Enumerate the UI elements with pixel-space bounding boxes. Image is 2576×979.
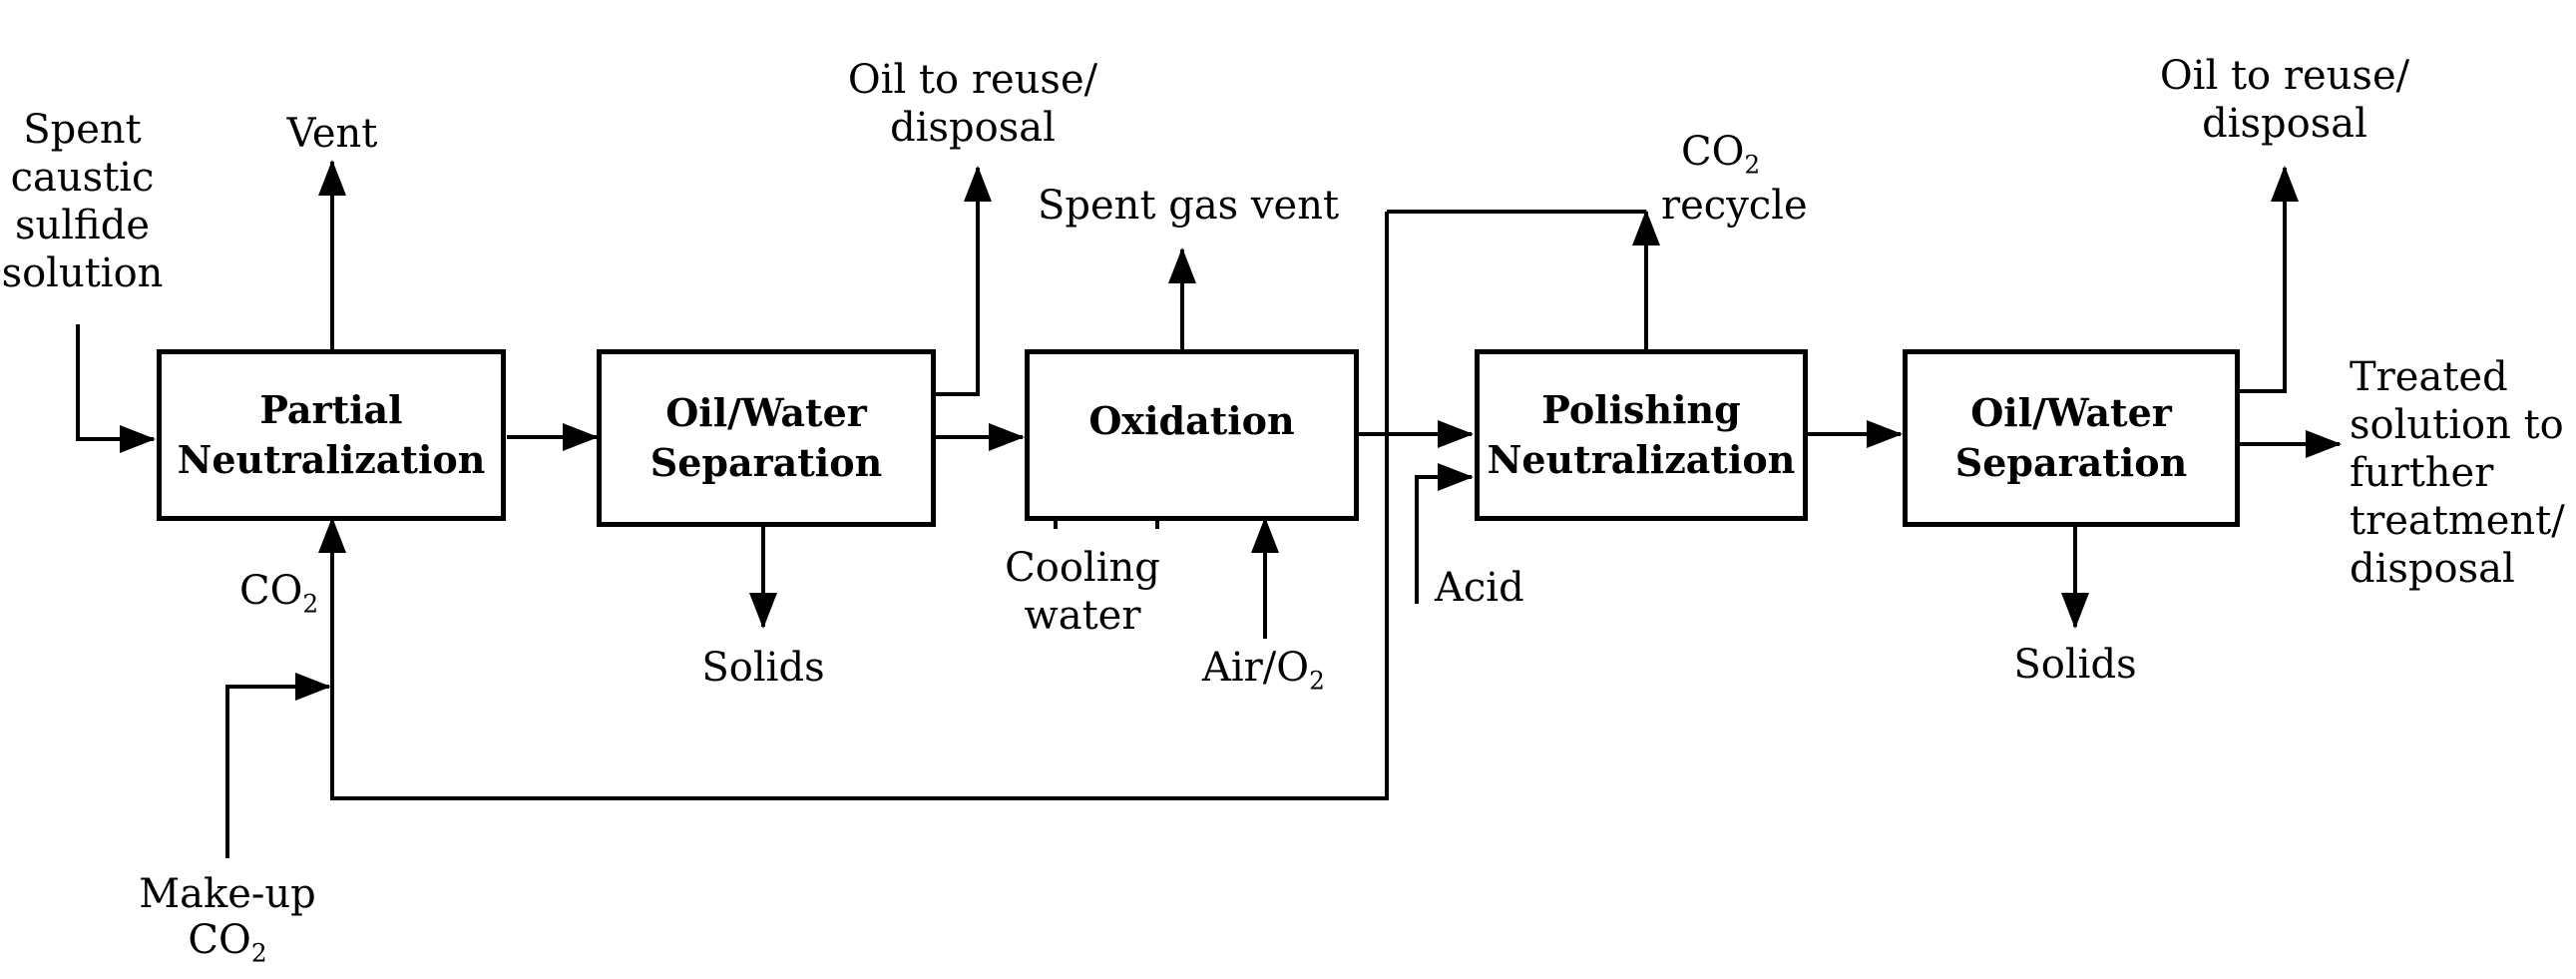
co2-recycle-text: CO	[1681, 129, 1744, 175]
spent-caustic-label: Spent caustic sulfide solution	[0, 106, 165, 297]
partial-neutralization-box: Partial Neutralization	[157, 349, 506, 521]
air-o2-label: Air/O2	[1202, 644, 1325, 692]
co2-recycle-label: CO2	[1681, 128, 1760, 176]
feed-arrow	[78, 324, 154, 439]
co2-in-label: CO2	[239, 567, 318, 615]
co2-recycle-sub: 2	[1744, 151, 1760, 180]
oil-water-separation-box-1: Oil/Water Separation	[597, 349, 936, 527]
oxidation-label: Oxidation	[1088, 396, 1294, 446]
co2-recycle-word: recycle	[1661, 182, 1808, 230]
cooling-water-label: Cooling water	[998, 544, 1167, 640]
oil-water-separation-box-2: Oil/Water Separation	[1903, 349, 2240, 527]
polishing-neutralization-box: Polishing Neutralization	[1475, 349, 1808, 521]
partial-neutralization-label: Partial Neutralization	[178, 385, 486, 485]
oil-water-separation-label-2: Oil/Water Separation	[1955, 388, 2187, 488]
oil-out-1-arrow	[935, 168, 978, 394]
acid-label: Acid	[1435, 564, 1524, 612]
air-o2-sub: 2	[1309, 667, 1325, 696]
vent-label: Vent	[277, 110, 387, 158]
oil-reuse-label-2: Oil to reuse/ disposal	[2140, 52, 2429, 148]
makeup-co2-label: CO2	[178, 916, 277, 964]
makeup-label: Make-up	[128, 870, 327, 918]
oil-out-2-arrow	[2240, 168, 2285, 391]
co2-in-text: CO	[239, 568, 302, 614]
makeup-co2-text: CO	[188, 917, 250, 963]
makeup-co2-sub: 2	[251, 939, 267, 968]
spent-gas-vent-label: Spent gas vent	[1038, 182, 1337, 230]
treated-label: Treated solution to further treatment/ d…	[2350, 353, 2569, 593]
oil-water-separation-label-1: Oil/Water Separation	[650, 388, 882, 488]
air-o2-text: Air/O	[1202, 645, 1309, 691]
solids-label-1: Solids	[688, 644, 838, 692]
polishing-neutralization-label: Polishing Neutralization	[1488, 385, 1796, 485]
oxidation-box: Oxidation	[1025, 349, 1359, 521]
solids-label-2: Solids	[2000, 641, 2150, 689]
oil-reuse-label-1: Oil to reuse/ disposal	[828, 56, 1117, 152]
makeup-co2-arrow	[227, 687, 329, 858]
co2-in-sub: 2	[302, 590, 318, 619]
